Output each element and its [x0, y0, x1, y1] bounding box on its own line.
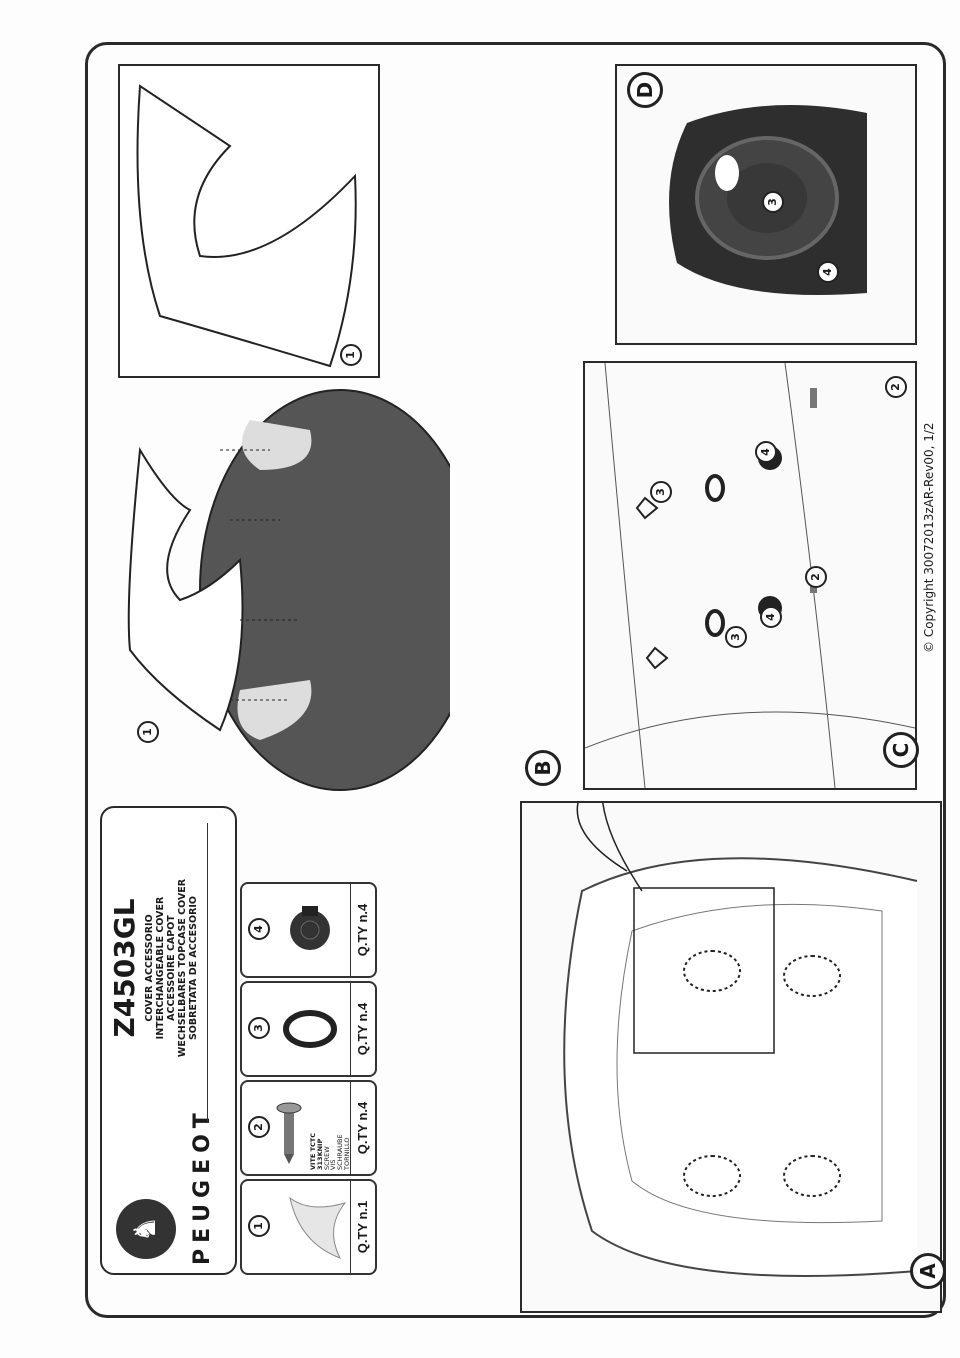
callout-4: 4 — [755, 441, 777, 463]
cover-icon — [289, 1196, 347, 1259]
panel-label-c: C — [883, 732, 919, 768]
part-card-oring: 3 Q.TY n.4 — [240, 981, 377, 1077]
description-line: ACCESSOIRE CAPOT — [166, 915, 177, 1021]
screw-icon — [276, 1102, 302, 1164]
topcase-with-cover-drawing — [127, 389, 450, 791]
callout-4: 4 — [760, 606, 782, 628]
part-card-screw: 2 VITE TCTC 313KNIP SCREW VIS SCHRAUBE T… — [240, 1080, 377, 1176]
mounting-detail-drawing — [585, 363, 915, 788]
topcase-interior-drawing — [563, 803, 918, 1277]
panel-d: 3 4 D — [615, 64, 917, 345]
part-number: 4 — [248, 918, 270, 940]
callout-2: 2 — [885, 376, 907, 398]
part-number: 3 — [248, 1017, 270, 1039]
part-card-cover: 1 Q.TY n.1 — [240, 1179, 377, 1275]
title-block: ♞ PEUGEOT Z4503GL COVER ACCESSORIO INTER… — [100, 806, 237, 1275]
screw-description: VITE TCTC 313KNIP SCREW VIS SCHRAUBE TOR… — [309, 1133, 351, 1170]
callout-1: 1 — [137, 721, 159, 743]
part-quantity: Q.TY n.4 — [350, 884, 375, 976]
part-quantity: Q.TY n.4 — [350, 1082, 375, 1174]
panel-label-a: A — [910, 1253, 946, 1289]
product-code: Z4503GL — [108, 898, 141, 1038]
callout-2: 2 — [805, 566, 827, 588]
description-line: INTERCHANGEABLE COVER — [155, 896, 166, 1040]
panel-c: 3 3 4 4 2 2 C — [583, 361, 919, 790]
part-quantity: Q.TY n.1 — [350, 1181, 375, 1273]
callout-3: 3 — [650, 481, 672, 503]
description-line: WECHSELBARES TOPCASE COVER — [177, 878, 188, 1058]
callout-1: 1 — [340, 344, 362, 366]
divider — [207, 823, 208, 1123]
panel-label-b: B — [525, 750, 561, 786]
callout-4: 4 — [817, 261, 839, 283]
o-ring-icon — [283, 1010, 337, 1048]
panel-label-d: D — [627, 72, 663, 108]
part-number: 2 — [248, 1116, 270, 1138]
panel-cover-detail: 1 — [118, 64, 380, 378]
description-line: COVER ACCESSORIO — [144, 914, 155, 1022]
brand-name: PEUGEOT — [190, 1107, 215, 1265]
part-quantity: Q.TY n.4 — [350, 983, 375, 1075]
part-card-plug: 4 Q.TY n.4 — [240, 882, 377, 978]
peugeot-lion-logo: ♞ — [116, 1199, 176, 1259]
callout-3: 3 — [725, 626, 747, 648]
plug-icon — [290, 906, 330, 950]
cover-detail-drawing — [136, 84, 357, 368]
panel-a: A — [520, 801, 946, 1313]
part-number: 1 — [248, 1215, 270, 1237]
description-line: SOBRETATA DE ACCESORIO — [188, 895, 199, 1041]
callout-3: 3 — [762, 191, 784, 213]
copyright-text: © Copyright 30072013zAR-Rev00, 1/2 — [922, 422, 936, 653]
product-description: COVER ACCESSORIO INTERCHANGEABLE COVER A… — [144, 838, 199, 1098]
